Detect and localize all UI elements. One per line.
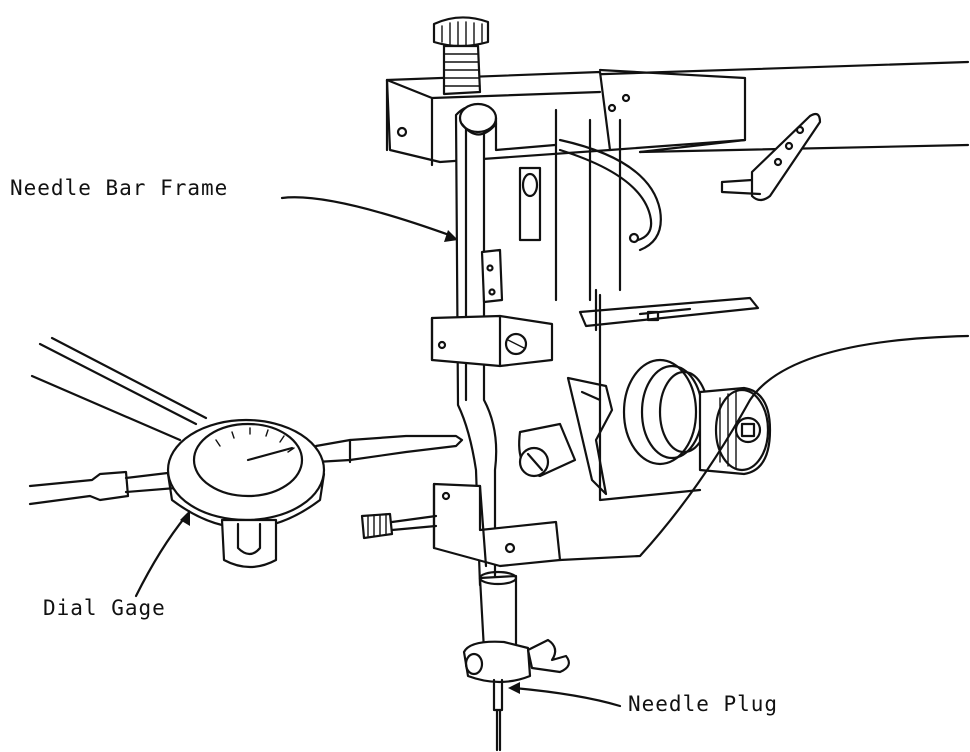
arrowhead-dial-gage: [180, 510, 190, 526]
needle-bar: [462, 570, 570, 752]
head-box: [385, 70, 631, 167]
arrowhead-needle-bar-frame: [444, 230, 458, 242]
slotted-bar: [578, 288, 760, 332]
label-dial-gage: Dial Gage: [43, 596, 166, 620]
lower-thumbscrew: [360, 512, 438, 540]
lower-block: [432, 482, 562, 568]
dial-gage-drawing: [28, 336, 464, 569]
arrowhead-needle-plug: [508, 682, 520, 694]
middle-block: [430, 314, 554, 368]
tension-assembly: [622, 358, 772, 476]
leader-needle-bar-frame: [280, 196, 454, 238]
face-plate: [558, 118, 970, 562]
label-needle-bar-frame: Needle Bar Frame: [10, 176, 229, 200]
leader-dial-gage: [134, 514, 188, 598]
leader-needle-plug: [512, 686, 622, 708]
label-needle-plug: Needle Plug: [628, 692, 779, 716]
thread-guide-hook: [558, 138, 662, 252]
bracket-with-holes: [720, 112, 822, 202]
presser-lever: [518, 376, 614, 496]
leader-lines: [134, 196, 622, 708]
top-knurled-knob: [432, 16, 490, 96]
